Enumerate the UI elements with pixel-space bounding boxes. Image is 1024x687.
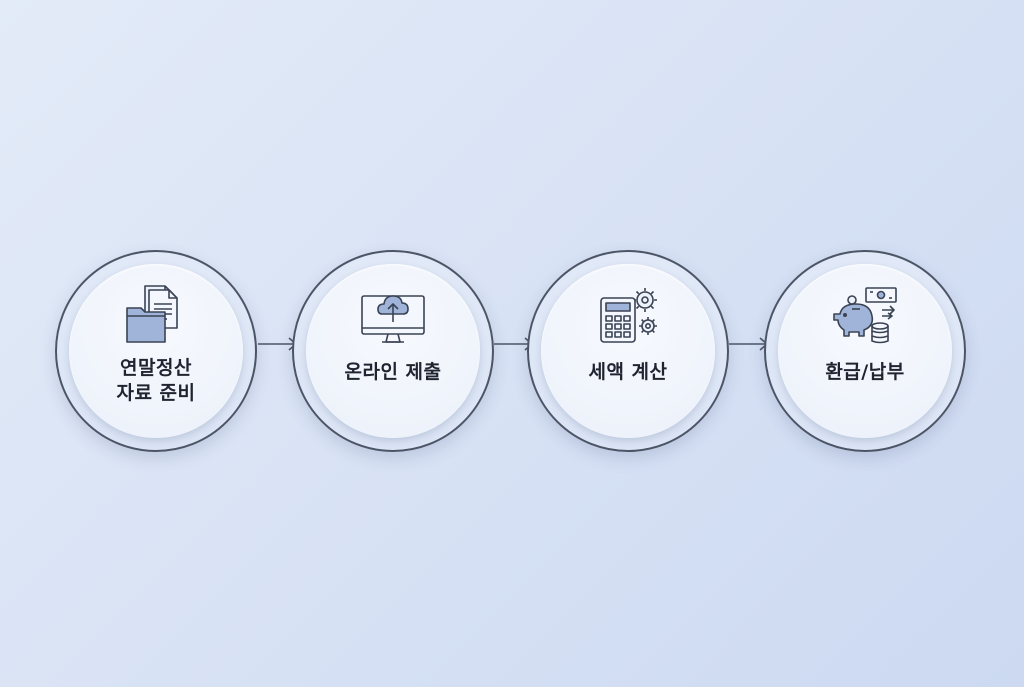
step-1-label-line1: 연말정산 (120, 357, 192, 379)
step-3-tax-calculation: 세액 계산 (527, 250, 729, 452)
step-3-inner-circle: 세액 계산 (541, 264, 715, 438)
monitor-cloud-upload-icon (361, 295, 425, 343)
step-4-label: 환급/납부 (825, 360, 904, 385)
step-1-label-line2: 자료 준비 (116, 382, 196, 404)
step-2-label: 온라인 제출 (344, 360, 441, 385)
step-1-label: 연말정산 자료 준비 (116, 356, 195, 406)
step-1-inner-circle: 연말정산 자료 준비 (69, 264, 243, 438)
step-2-online-submit: 온라인 제출 (292, 250, 494, 452)
step-2-label-line1: 온라인 제출 (344, 361, 442, 383)
step-4-inner-circle: 환급/납부 (778, 264, 952, 438)
documents-folder-icon (126, 285, 178, 343)
step-4-label-line1: 환급/납부 (825, 361, 905, 383)
calculator-gear-icon (600, 288, 657, 343)
step-3-label: 세액 계산 (588, 360, 667, 385)
step-3-label-line1: 세액 계산 (588, 361, 668, 383)
step-1-prepare-documents: 연말정산 자료 준비 (55, 250, 257, 452)
step-4-refund-payment: 환급/납부 (764, 250, 966, 452)
step-2-inner-circle: 온라인 제출 (306, 264, 480, 438)
piggy-bank-coins-icon (833, 287, 897, 344)
